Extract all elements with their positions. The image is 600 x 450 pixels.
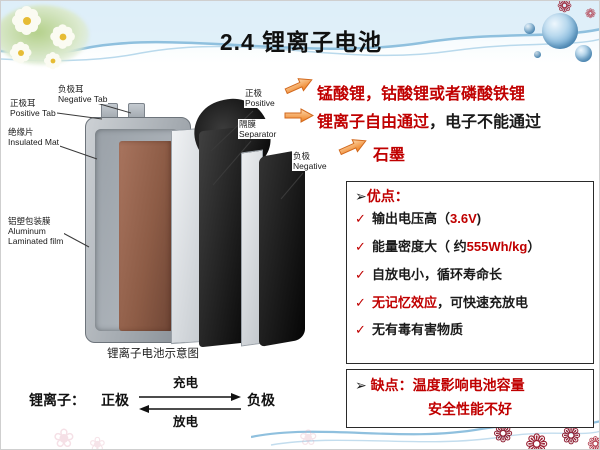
advantage-item: ✓ 输出电压高（3.6V) [355, 210, 585, 229]
daisy-icon [49, 23, 76, 50]
label-en: Negative Tab [58, 94, 108, 105]
reaction-positive: 正极 [101, 392, 129, 408]
disadvantages-text: 温度影响电池容量 [412, 377, 525, 393]
advantage-text: ) [476, 211, 482, 226]
annotation-text: 石墨 [373, 147, 406, 164]
advantage-highlight: 3.6V [450, 211, 477, 226]
check-icon: ✓ [355, 322, 366, 338]
daisy-icon [11, 5, 43, 37]
block-arrow-icon [336, 133, 370, 161]
sphere-decoration [534, 51, 541, 58]
bullet-icon: ➢ [355, 188, 367, 204]
label-en: Insulated Mat [8, 137, 60, 148]
flower-icon: ❁ [561, 423, 582, 450]
advantage-item: ✓ 无记忆效应，可快速充放电 [355, 294, 585, 313]
advantages-heading-text: 优点： [366, 188, 409, 204]
advantage-text: 输出电压高（ [372, 211, 451, 226]
sphere-decoration [542, 13, 578, 49]
label-insulated-mat: 绝缘片 Insulated Mat [7, 127, 61, 148]
reaction-charge: 充电 [173, 376, 199, 390]
label-separator: 隔膜 Separator [238, 119, 278, 140]
bullet-icon: ➢ [355, 377, 371, 393]
label-zh: 正极 [245, 88, 263, 98]
reaction-label: 锂离子： [29, 392, 85, 408]
advantage-text: 能量密度大（ 约 [372, 238, 467, 254]
leaf-decoration [1, 5, 89, 65]
label-aluminum-film: 铝塑包装膜 Aluminum Laminated film [7, 216, 65, 247]
daisy-icon [43, 51, 62, 70]
advantage-item: ✓ 无有毒有害物质 [355, 321, 585, 340]
label-en: Separator [239, 129, 277, 140]
label-en: Positive [245, 98, 275, 109]
flower-cluster-decoration [1, 1, 101, 79]
label-zh: 隔膜 [239, 119, 257, 129]
blossom-watermark-icon: ❀ [89, 434, 106, 450]
label-zh: 正极耳 [10, 98, 36, 108]
label-positive: 正极 Positive [244, 88, 276, 109]
negative-electrode-shape [199, 126, 245, 348]
diagram-caption: 锂离子电池示意图 [107, 348, 199, 360]
check-icon: ✓ [355, 266, 366, 282]
page-title: 2.4 锂离子电池 [219, 29, 383, 55]
label-zh: 负极 [293, 151, 311, 161]
disadvantages-box: ➢ 缺点：温度影响电池容量 安全性能不好 [346, 369, 594, 428]
flower-icon: ❁ [525, 429, 549, 450]
flower-icon: ❁ [557, 0, 573, 16]
advantages-heading: ➢优点： [355, 186, 585, 206]
blossom-watermark-icon: ❀ [53, 423, 75, 450]
sphere-decoration [575, 45, 592, 62]
label-zh: 绝缘片 [8, 127, 34, 137]
advantage-highlight: 555Wh/kg [466, 238, 528, 254]
daisy-icon [9, 41, 33, 65]
reaction-negative: 负极 [247, 392, 275, 408]
advantage-item: ✓ 能量密度大（ 约555Wh/kg） [355, 238, 585, 257]
annotation-separator: 锂离子自由通过，电子不能通过 [317, 108, 541, 132]
advantage-item: ✓ 自放电小，循环寿命长 [355, 266, 585, 285]
annotation-anode-material: 石墨 [373, 141, 405, 165]
check-icon: ✓ [355, 211, 366, 226]
annotation-text-red: 锂离子自由通过 [317, 114, 430, 131]
flower-icon: ❁ [585, 6, 596, 21]
disadvantages-line2: 安全性能不好 [428, 401, 512, 417]
label-positive-tab: 正极耳 Positive Tab [9, 98, 57, 119]
annotation-text-black: ，电子不能通过 [429, 114, 542, 131]
label-zh: 负极耳 [58, 84, 84, 94]
disadvantages-heading: 缺点： [370, 377, 413, 393]
advantage-text: 自放电小，循环寿命长 [372, 266, 503, 282]
positive-electrode-shape [119, 141, 173, 331]
label-en: Aluminum Laminated film [8, 226, 64, 247]
annotation-cathode-materials: 锰酸锂，钴酸锂或者磷酸铁锂 [317, 80, 525, 104]
advantages-box: ➢优点： ✓ 输出电压高（3.6V) ✓ 能量密度大（ 约555Wh/kg） ✓… [346, 181, 594, 364]
disadvantages-line1: ➢ 缺点：温度影响电池容量 [355, 375, 585, 395]
annotation-text: 锰酸锂，钴酸锂或者磷酸铁锂 [317, 86, 526, 103]
reversible-arrows-icon [139, 393, 241, 413]
label-en: Positive Tab [10, 108, 56, 119]
advantage-text: 无有毒有害物质 [372, 322, 464, 338]
sphere-decoration [524, 23, 535, 34]
advantage-text: ，可快速充放电 [437, 294, 529, 310]
label-zh: 铝塑包装膜 [8, 216, 51, 226]
reaction-discharge: 放电 [173, 415, 199, 429]
check-icon: ✓ [355, 238, 366, 254]
block-arrow-icon [284, 107, 315, 124]
label-en: Negative [293, 161, 327, 172]
advantage-text: ） [527, 238, 541, 254]
negative-electrode-shape [259, 148, 305, 348]
check-icon: ✓ [355, 294, 366, 310]
label-negative: 负极 Negative [292, 151, 328, 172]
flower-icon: ❁ [493, 421, 514, 448]
blossom-watermark-icon: ❀ [299, 425, 318, 450]
label-negative-tab: 负极耳 Negative Tab [57, 84, 109, 105]
block-arrow-icon [282, 72, 316, 100]
flower-icon: ❁ [587, 435, 599, 449]
advantage-highlight: 无记忆效应 [372, 294, 438, 310]
